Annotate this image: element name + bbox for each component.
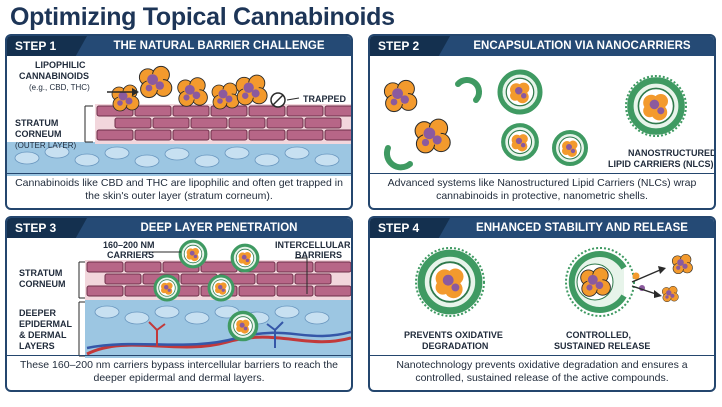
prevents-label-2: DEGRADATION <box>422 341 489 351</box>
step-3-illustration: 160–200 nm CARRIERS INTERCELLULAR BARRIE… <box>7 238 351 358</box>
deeper-label-1: DEEPER <box>19 308 57 318</box>
free-cannabinoid-clusters <box>383 79 451 154</box>
step-2-panel: STEP 2 ENCAPSULATION VIA NANOCARRIERS <box>368 34 716 210</box>
step-4-illustration: PREVENTS OXIDATIVE DEGRADATION CONTROLLE… <box>370 238 714 358</box>
step-2-tag: STEP 2 <box>370 36 450 56</box>
corneum-label: CORNEUM <box>15 129 62 139</box>
nlc-label-line1: NANOSTRUCTURED <box>628 148 716 158</box>
deeper-label-2: EPIDERMAL <box>19 319 73 329</box>
corneum-label: CORNEUM <box>19 279 66 289</box>
protected-carrier-icon <box>415 247 485 317</box>
stratum-label: STRATUM <box>15 118 59 128</box>
step-3-panel: STEP 3 DEEP LAYER PENETRATION <box>5 216 353 392</box>
trapped-label: TRAPPED <box>303 94 347 104</box>
forming-carriers <box>500 72 588 166</box>
open-shell-fragment <box>383 145 413 171</box>
controlled-label-2: SUSTAINED RELEASE <box>554 341 651 351</box>
stratum-corneum-bricks <box>96 105 351 141</box>
step-4-header: STEP 4 ENHANCED STABILITY AND RELEASE <box>370 218 714 238</box>
carrier-size-line1: 160–200 nm <box>103 240 155 250</box>
step-4-title: ENHANCED STABILITY AND RELEASE <box>476 222 688 234</box>
step-1-caption: Cannabinoids like CBD and THC are lipoph… <box>7 173 351 208</box>
step-1-panel: STEP 1 THE NATURAL BARRIER CHALLENGE <box>5 34 353 210</box>
outer-layer-label: (OUTER LAYER) <box>15 141 77 150</box>
step-1-tag: STEP 1 <box>7 36 87 56</box>
cannabinoids-label: CANNABINOIDS <box>19 71 90 81</box>
nlc-label-line2: LIPID CARRIERS (NLCs) <box>608 159 714 169</box>
deeper-label-3: & DERMAL <box>19 330 67 340</box>
releasing-carrier-icon <box>565 247 635 317</box>
step-1-illustration: LIPOPHILIC CANNABINOIDS (e.g., CBD, THC)… <box>7 56 351 176</box>
step-2-illustration: NANOSTRUCTURED LIPID CARRIERS (NLCs) <box>370 56 714 176</box>
controlled-label-1: CONTROLLED, <box>566 330 631 340</box>
deeper-label-4: LAYERS <box>19 341 55 351</box>
step-3-header: STEP 3 DEEP LAYER PENETRATION <box>7 218 351 238</box>
intercellular-line1: INTERCELLULAR <box>275 240 351 250</box>
prevents-label-1: PREVENTS OXIDATIVE <box>404 330 503 340</box>
nlc-carrier-icon <box>625 75 687 137</box>
step-3-caption: These 160–200 nm carriers bypass interce… <box>7 355 351 390</box>
lipophilic-label: LIPOPHILIC <box>35 60 86 70</box>
trapped-cannabinoid-clusters <box>111 65 268 112</box>
example-label: (e.g., CBD, THC) <box>29 83 90 92</box>
step-4-panel: STEP 4 ENHANCED STABILITY AND RELEASE <box>368 216 716 392</box>
step-3-title: DEEP LAYER PENETRATION <box>140 222 298 234</box>
carrier-size-line2: CARRIERS <box>107 250 155 260</box>
page-title: Optimizing Topical Cannabinoids <box>10 3 395 31</box>
step-2-caption: Advanced systems like Nanostructured Lip… <box>370 173 714 208</box>
step-1-header: STEP 1 THE NATURAL BARRIER CHALLENGE <box>7 36 351 56</box>
step-1-title: THE NATURAL BARRIER CHALLENGE <box>113 40 325 52</box>
step-2-header: STEP 2 ENCAPSULATION VIA NANOCARRIERS <box>370 36 714 56</box>
step-3-tag: STEP 3 <box>7 218 87 238</box>
stratum-label: STRATUM <box>19 268 63 278</box>
step-4-tag: STEP 4 <box>370 218 450 238</box>
intercellular-line2: BARRIERS <box>295 250 343 260</box>
step-2-title: ENCAPSULATION VIA NANOCARRIERS <box>473 40 691 52</box>
step-4-caption: Nanotechnology prevents oxidative degrad… <box>370 355 714 390</box>
